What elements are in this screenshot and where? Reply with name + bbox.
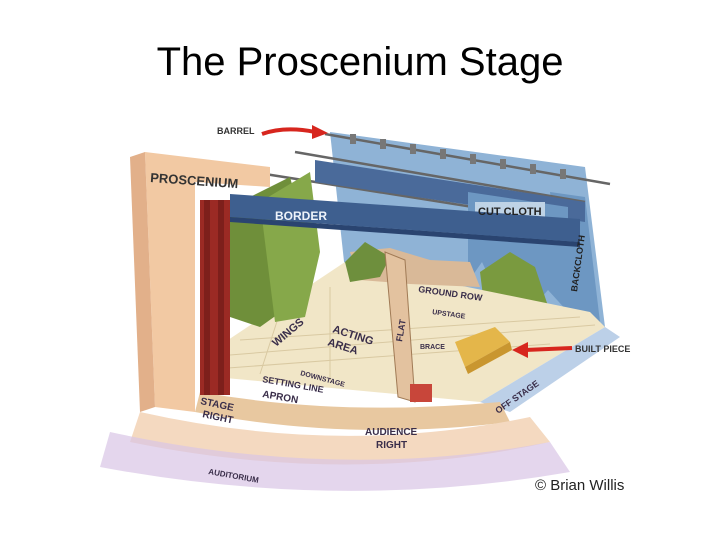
label-audience-right-2: RIGHT [376, 440, 407, 451]
built-piece [455, 327, 512, 374]
barrel-arrow-head [312, 125, 328, 139]
slide-title: The Proscenium Stage [156, 40, 564, 84]
label-barrel: BARREL [217, 126, 255, 136]
brace-weight [410, 384, 432, 402]
built-piece-arrow [524, 346, 573, 352]
proscenium-arch [130, 152, 270, 412]
stage-lights [350, 134, 566, 179]
barrel-arrow [261, 127, 316, 136]
auditorium-floor [100, 432, 570, 491]
ground-row-bushes [345, 242, 390, 282]
label-upstage: UPSTAGE [432, 309, 466, 321]
label-built-piece: BUILT PIECE [575, 344, 630, 354]
label-audience-right-1: AUDIENCE [365, 427, 418, 438]
stage-illustration: BARREL PROSCENIUM BORDER CUT CLOTH BACKC… [100, 125, 630, 491]
copyright-credit: © Brian Willis [535, 477, 625, 494]
apron [195, 392, 510, 430]
built-piece-arrow-head [512, 342, 528, 358]
label-proscenium: PROSCENIUM [150, 170, 239, 191]
front-border [230, 194, 580, 247]
label-border: BORDER [275, 209, 327, 223]
auditorium-edge [130, 412, 550, 465]
off-stage-floor [480, 327, 620, 412]
label-cut-cloth: CUT CLOTH [478, 206, 542, 218]
label-brace: BRACE [420, 344, 445, 351]
label-flat: FLAT [394, 318, 408, 342]
